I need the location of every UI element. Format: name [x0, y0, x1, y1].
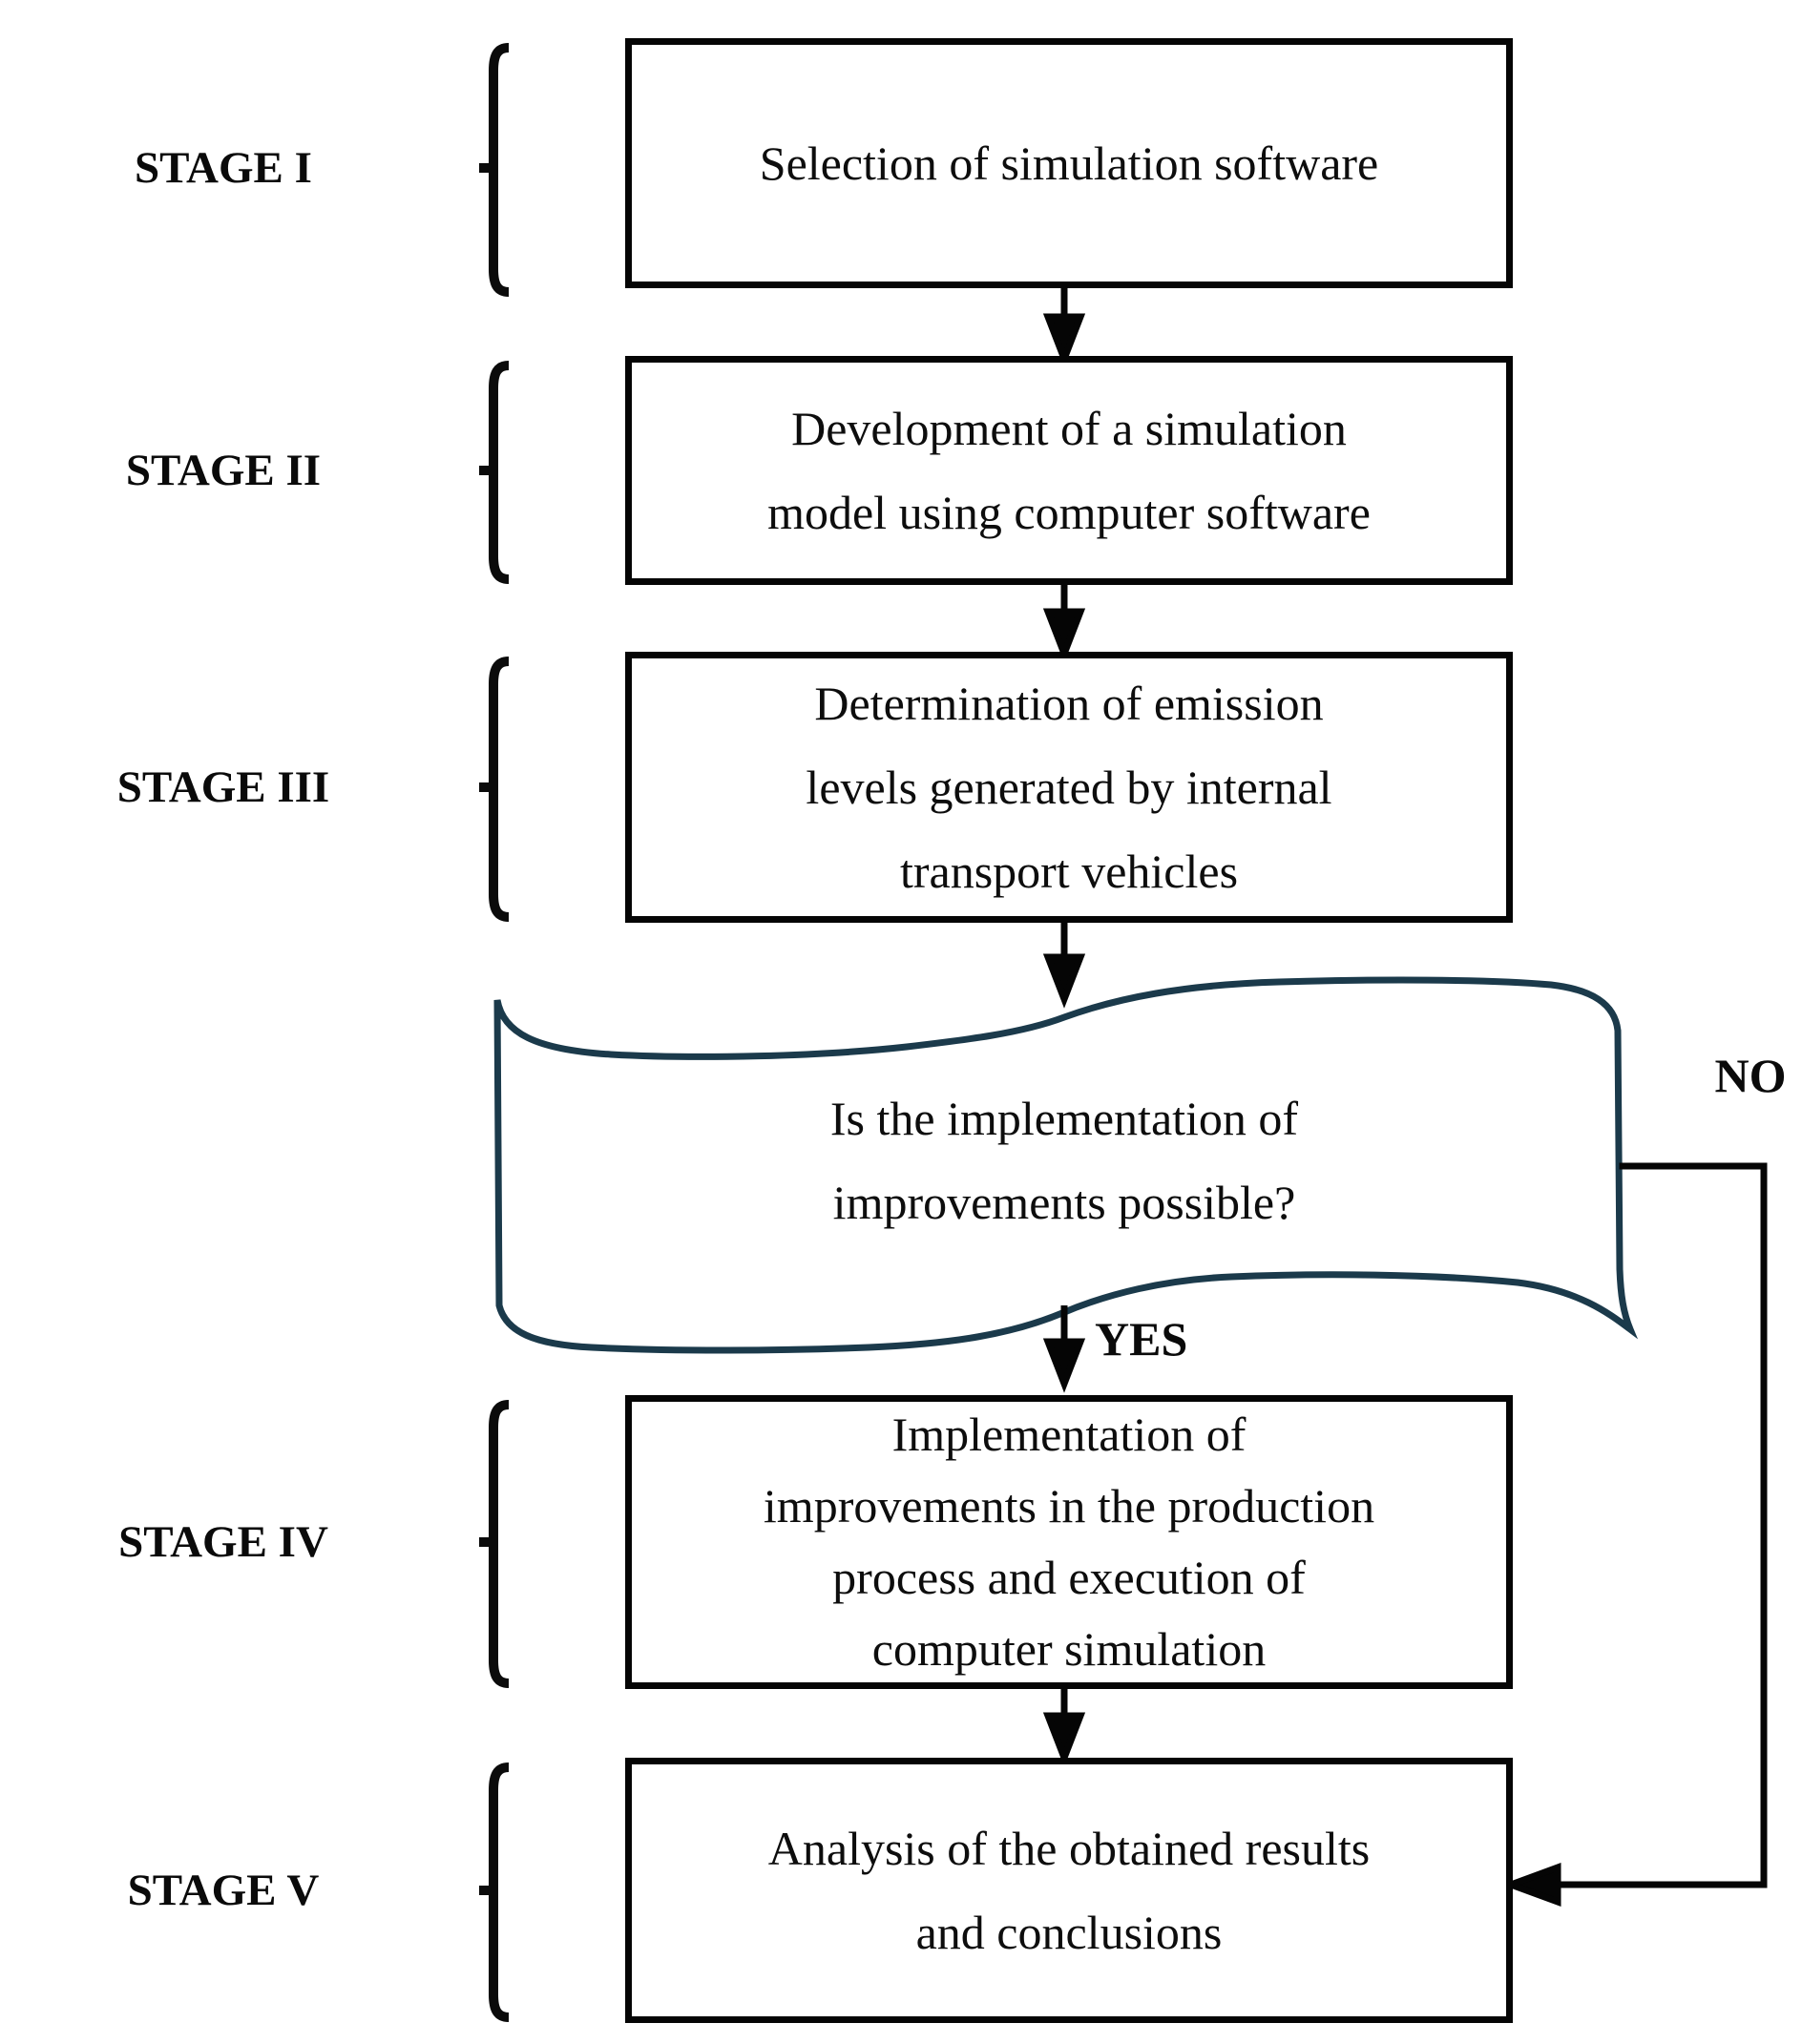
process-box-stage-v: Analysis of the obtained results and con…: [625, 1758, 1513, 2023]
box-text-line: levels generated by internal: [806, 761, 1332, 814]
arrow-box3-decision: [1042, 923, 1086, 1009]
no-branch-label: NO: [1714, 1049, 1787, 1102]
stage-label-ii: STAGE II: [125, 446, 322, 495]
process-box-stage-i: Selection of simulation software: [625, 38, 1513, 288]
box-text-line: Implementation of: [891, 1408, 1247, 1461]
box-text-line: and conclusions: [915, 1906, 1223, 1959]
process-box-stage-ii: Development of a simulation model using …: [625, 356, 1513, 585]
flow-arrows: [1042, 288, 1768, 1908]
process-box-stage-iv: Implementation of improvements in the pr…: [625, 1395, 1513, 1689]
bracket-icon-stage-iii: [479, 657, 510, 922]
stage-label-iv: STAGE IV: [118, 1517, 328, 1567]
decision-question: Is the implementation of improvements po…: [587, 1076, 1541, 1244]
stage-brackets: [479, 43, 510, 2022]
box-text-line: improvements in the production: [763, 1479, 1375, 1533]
arrow-box4-box5: [1042, 1689, 1086, 1767]
arrow-box1-box2: [1042, 288, 1086, 368]
box-text-line: process and execution of: [832, 1551, 1306, 1604]
yes-branch-label: YES: [1095, 1312, 1188, 1366]
bracket-icon-stage-ii: [479, 361, 510, 584]
box-text-line: computer simulation: [871, 1622, 1267, 1676]
box-text-line: Analysis of the obtained results: [767, 1822, 1371, 1875]
arrow-box2-box3: [1042, 585, 1086, 663]
box-text-line: transport vehicles: [899, 845, 1239, 898]
decision-wave-shape: [493, 976, 1639, 1354]
process-box-stage-iii: Determination of emission levels generat…: [625, 652, 1513, 923]
stage-label-v: STAGE V: [127, 1866, 320, 1915]
bracket-icon-stage-v: [479, 1762, 510, 2022]
box-text-line: Selection of simulation software: [759, 136, 1379, 190]
box-text-line: model using computer software: [767, 486, 1371, 539]
decision-text-line: Is the implementation of: [829, 1092, 1299, 1145]
box-text-line: Development of a simulation: [791, 402, 1347, 455]
bracket-icon-stage-iv: [479, 1400, 510, 1688]
box-text-line: Determination of emission: [814, 677, 1324, 730]
stage-label-i: STAGE I: [135, 143, 312, 193]
bracket-icon-stage-i: [479, 43, 510, 297]
stage-label-iii: STAGE III: [116, 762, 330, 812]
no-connector-line: [1500, 1162, 1768, 1908]
decision-text-line: improvements possible?: [832, 1176, 1296, 1229]
arrow-yes-decision-box4: [1042, 1305, 1086, 1393]
